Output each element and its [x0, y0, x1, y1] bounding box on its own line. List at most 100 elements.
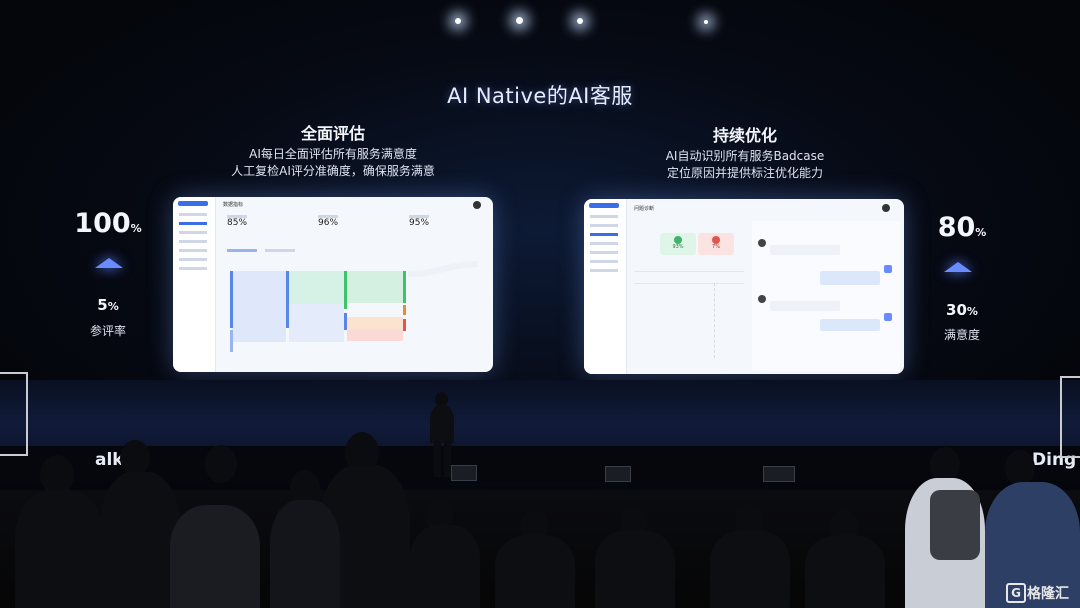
- sidebar-item: [179, 267, 207, 270]
- watermark-text: 格隆汇: [1027, 586, 1069, 602]
- stat-value: 96%: [318, 218, 339, 228]
- stat-label-bar: [227, 215, 247, 218]
- sidebar-item: [590, 260, 618, 263]
- chat-bubble: [770, 301, 840, 311]
- sidebar-item: [179, 231, 207, 234]
- sankey-node: [344, 271, 347, 309]
- sankey-node: [403, 271, 406, 303]
- watermark-logo-icon: G: [1006, 583, 1026, 603]
- right-section-desc-line2: 定位原因并提供标注优化能力: [666, 166, 823, 180]
- app-logo: [589, 203, 619, 208]
- slide-title: AI Native的AI客服: [447, 84, 633, 108]
- sidebar-item: [590, 242, 618, 245]
- audience-body: [495, 535, 575, 608]
- right-diagnosis-screenshot: 问题诊断 93% 7%: [584, 199, 904, 374]
- sankey-flow: [347, 330, 403, 341]
- audience-body: [270, 500, 340, 608]
- stage-monitor: [763, 466, 795, 482]
- table-divider: [634, 271, 744, 272]
- chat-bubble: [820, 271, 880, 285]
- check-icon: [674, 236, 682, 244]
- sankey-node: [230, 271, 233, 328]
- sankey-flow: [347, 317, 403, 330]
- speaker-leg: [444, 441, 451, 477]
- sidebar-item: [179, 258, 207, 261]
- audience-body: [410, 525, 480, 608]
- stage-banner-left-text: alk: [95, 450, 124, 470]
- sidebar-item-active: [590, 233, 618, 236]
- sankey-node: [286, 271, 289, 328]
- sidebar-item: [590, 224, 618, 227]
- app-logo: [178, 201, 208, 206]
- right-section-desc-line1: AI自动识别所有服务Badcase: [665, 149, 825, 163]
- negative-rate-value: 7%: [712, 244, 720, 250]
- left-small-metric-value: 5: [97, 296, 108, 314]
- sankey-flow: [232, 271, 286, 342]
- chat-panel: [752, 221, 900, 371]
- left-big-metric: 100%: [58, 208, 158, 239]
- audience-body: [170, 505, 260, 608]
- stat-label-bar: [409, 215, 429, 218]
- dashboard-sidebar: [173, 197, 216, 372]
- agent-avatar: [884, 313, 892, 321]
- sidebar-item: [590, 251, 618, 254]
- diagnosis-page-title: 问题诊断: [634, 206, 655, 212]
- sankey-node: [344, 313, 347, 330]
- ceiling-spotlight: [516, 17, 523, 24]
- sankey-node: [403, 319, 406, 331]
- stat-card: 96%: [318, 215, 398, 228]
- positive-rate-badge: 93%: [660, 233, 696, 255]
- audience-body: [595, 530, 675, 608]
- stat-value: 95%: [409, 218, 430, 228]
- right-big-metric-value: 80: [937, 212, 976, 243]
- sankey-flow: [289, 271, 344, 304]
- ceiling-spotlight: [704, 20, 708, 24]
- agent-avatar: [884, 265, 892, 273]
- ceiling-spotlight: [455, 18, 461, 24]
- chat-bubble: [770, 245, 840, 255]
- chevron-up-icon: [95, 258, 123, 268]
- left-section-desc-line1: AI每日全面评估所有服务满意度: [249, 147, 417, 161]
- left-dashboard-screenshot: 数据指标 85% 96% 95%: [173, 197, 493, 372]
- audience-head: [205, 445, 237, 483]
- user-avatar: [758, 295, 766, 303]
- right-small-metric-value: 30: [946, 301, 967, 319]
- speaker-leg: [434, 441, 441, 477]
- sankey-chart: [230, 261, 478, 352]
- user-avatar: [758, 239, 766, 247]
- sankey-node: [230, 330, 233, 352]
- sidebar-item-active: [179, 222, 207, 225]
- diagnosis-sidebar: [584, 199, 627, 374]
- left-small-metric-unit: %: [107, 300, 119, 313]
- sidebar-item: [179, 249, 207, 252]
- stat-label-bar: [318, 215, 338, 218]
- table-divider: [634, 283, 744, 284]
- left-big-metric-value: 100: [74, 208, 131, 239]
- left-small-metric-label: 参评率: [89, 324, 126, 338]
- sankey-node: [403, 305, 406, 315]
- right-small-metric: 30%: [912, 301, 1012, 319]
- stat-value: 85%: [227, 218, 248, 228]
- dashboard-page-title: 数据指标: [223, 202, 244, 208]
- sidebar-item: [590, 269, 618, 272]
- stage-edge: [0, 446, 1080, 482]
- audience-body: [15, 490, 105, 608]
- audience-body: [100, 472, 180, 608]
- tab: [265, 249, 295, 252]
- audience-head: [40, 455, 74, 495]
- speaker-body: [430, 405, 454, 443]
- avatar: [473, 201, 481, 209]
- table-column-line: [714, 283, 716, 358]
- sidebar-item: [590, 215, 618, 218]
- stage-frame-left: [0, 372, 28, 456]
- ceiling-spotlight: [577, 18, 583, 24]
- sankey-flow: [408, 261, 478, 277]
- stat-card: 85%: [227, 215, 307, 228]
- speaker-head: [435, 392, 448, 407]
- backpack: [930, 490, 980, 560]
- audience-head: [930, 447, 960, 483]
- left-section-desc-line2: 人工复检AI评分准确度，确保服务满意: [231, 164, 435, 178]
- sankey-flow: [347, 271, 403, 303]
- sidebar-item: [179, 213, 207, 216]
